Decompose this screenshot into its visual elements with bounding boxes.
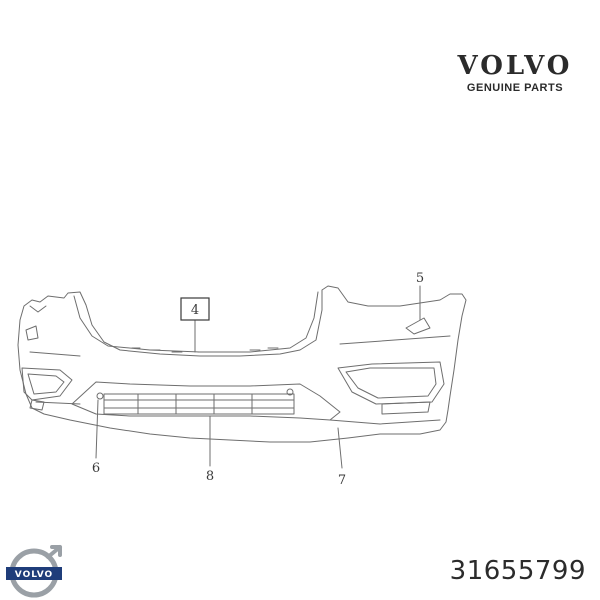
callout-5: 5 [416,271,424,286]
callout-4-box [180,297,210,321]
callout-4: 4 [191,303,199,318]
callout-6: 6 [92,461,100,476]
lower-grille-slats [103,393,295,415]
character-line [29,335,451,357]
right-fog-recess [337,361,445,405]
volvo-logo: VOLVO [6,545,62,598]
callout-8: 8 [206,469,214,484]
bumper-outline [17,285,467,443]
left-tow-eye [96,392,104,400]
right-washer-cap [405,317,431,335]
brand-subtitle: GENUINE PARTS [466,82,564,94]
brand-wordmark: VOLVO [457,51,573,81]
callout-7: 7 [338,473,346,488]
skid-plate-lip [35,401,441,425]
left-reflector [29,399,45,411]
volvo-genuine-parts-header: VOLVO GENUINE PARTS [440,52,590,94]
skid-plate [71,381,341,421]
right-reflector [381,401,431,415]
left-washer-cap [25,325,39,341]
part-number: 31655799 [449,556,586,586]
left-corner-notch [29,305,47,313]
leader-6 [95,399,99,459]
logo-text: VOLVO [15,570,53,580]
right-tow-eye [286,388,294,396]
left-fog-recess [21,367,73,401]
right-fog-inner [345,367,437,399]
lower-grille [103,393,295,415]
leader-7 [337,427,343,469]
left-fog-inner [27,373,65,395]
clip-row [131,347,279,353]
